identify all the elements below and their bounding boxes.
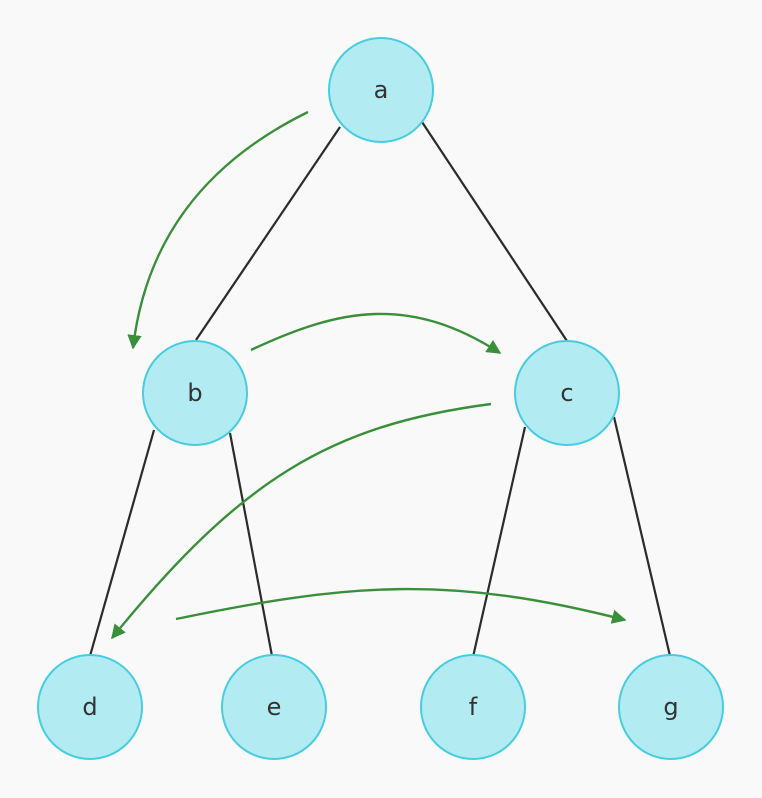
node-b-circle bbox=[142, 340, 248, 446]
traversal-arrow-a-to-b bbox=[127, 110, 309, 350]
edge-a-b bbox=[195, 126, 341, 341]
node-e-circle bbox=[221, 654, 327, 760]
node-a-label: a bbox=[374, 76, 389, 104]
traversal-arrows bbox=[111, 110, 627, 640]
node-b: b bbox=[142, 340, 248, 446]
node-g: g bbox=[618, 654, 724, 760]
node-d-circle bbox=[37, 654, 143, 760]
node-g-circle bbox=[618, 654, 724, 760]
traversal-arrow-d-to-g bbox=[175, 587, 627, 624]
node-f-circle bbox=[420, 654, 526, 760]
edge-c-g bbox=[612, 416, 672, 657]
node-f: f bbox=[420, 654, 526, 760]
tree-edges bbox=[88, 121, 672, 658]
node-b-label: b bbox=[187, 379, 202, 407]
traversal-arrow-c-to-d bbox=[111, 402, 492, 640]
node-a: a bbox=[328, 37, 434, 143]
node-e: e bbox=[221, 654, 327, 760]
node-d: d bbox=[37, 654, 143, 760]
node-f-label: f bbox=[469, 693, 478, 721]
edge-b-d bbox=[88, 429, 156, 657]
edge-a-c bbox=[421, 121, 568, 342]
node-c-circle bbox=[514, 340, 620, 446]
edge-c-f bbox=[471, 426, 527, 658]
node-e-label: e bbox=[267, 693, 282, 721]
traversal-arrow-b-to-c bbox=[250, 312, 502, 355]
node-c: c bbox=[514, 340, 620, 446]
edge-b-e bbox=[228, 432, 274, 657]
node-a-circle bbox=[328, 37, 434, 143]
node-d-label: d bbox=[82, 693, 97, 721]
node-c-label: c bbox=[560, 379, 573, 407]
node-g-label: g bbox=[663, 693, 678, 721]
